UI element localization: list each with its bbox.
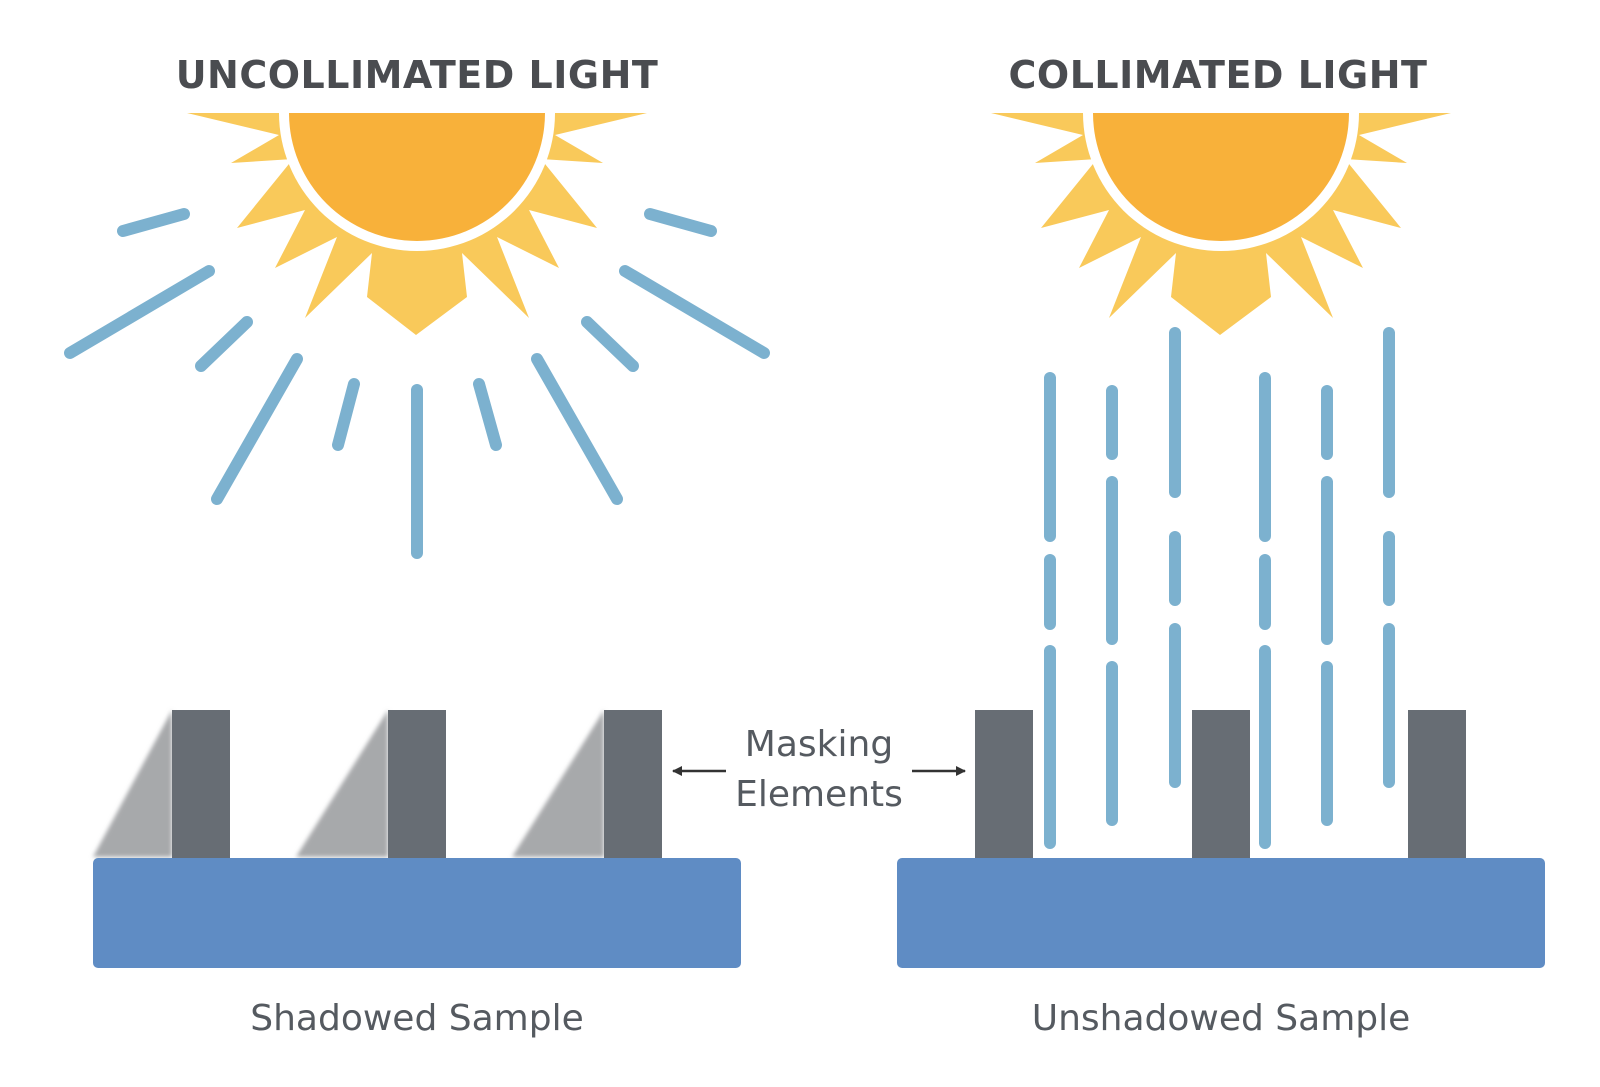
- shadow: [512, 710, 604, 857]
- shadow: [296, 710, 388, 857]
- light-ray: [117, 208, 190, 237]
- substrate: [93, 858, 741, 968]
- masking-element: [604, 710, 662, 860]
- light-ray: [195, 316, 253, 372]
- sun-icon: [187, 113, 647, 335]
- light-ray: [332, 378, 360, 451]
- sun-icon: [991, 113, 1451, 335]
- light-ray: [531, 353, 623, 505]
- collimated-title: COLLIMATED LIGHT: [1009, 53, 1428, 97]
- shadowed-sample: [93, 710, 741, 968]
- light-ray: [581, 316, 639, 372]
- light-ray: [619, 265, 770, 359]
- collimated-rays: [1044, 327, 1395, 849]
- shadows: [93, 710, 604, 857]
- unshadowed-sample: [897, 710, 1545, 968]
- label-line-1: Masking: [745, 724, 893, 765]
- masking-element: [388, 710, 446, 860]
- masking-element: [1192, 710, 1250, 860]
- substrate: [897, 858, 1545, 968]
- light-ray: [473, 378, 502, 451]
- unshadowed-sample-caption: Unshadowed Sample: [1032, 998, 1411, 1039]
- masking-element: [172, 710, 230, 860]
- light-ray: [644, 208, 717, 237]
- uncollimated-title: UNCOLLIMATED LIGHT: [176, 53, 659, 97]
- masking-elements-label: Masking Elements: [672, 724, 966, 815]
- masking-element: [1408, 710, 1466, 860]
- masking-element: [975, 710, 1033, 860]
- shadow: [93, 710, 172, 857]
- label-line-2: Elements: [735, 774, 903, 815]
- light-ray: [211, 353, 303, 505]
- sun-core: [289, 113, 545, 241]
- sun-core: [1093, 113, 1349, 241]
- light-ray: [64, 265, 215, 359]
- uncollimated-rays: [64, 208, 770, 559]
- shadowed-sample-caption: Shadowed Sample: [250, 998, 583, 1039]
